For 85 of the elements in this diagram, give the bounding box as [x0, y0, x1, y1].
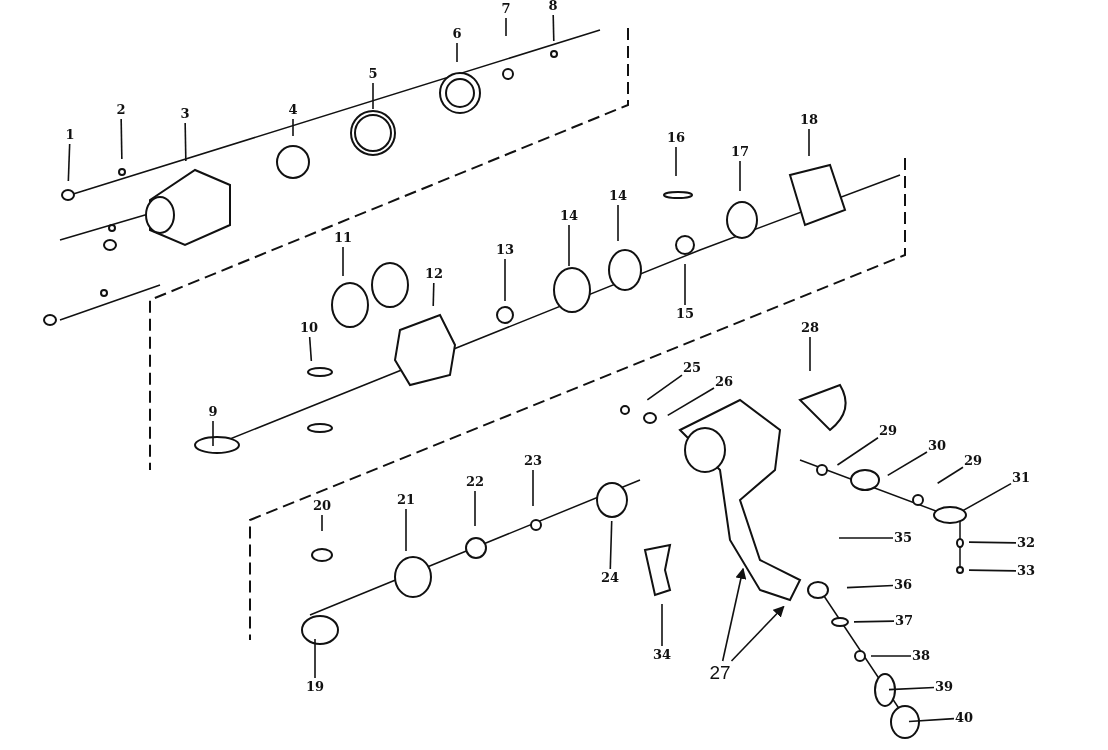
callout-number: 24 — [601, 570, 620, 586]
callout-number: 26 — [715, 374, 734, 390]
leader-line — [684, 263, 686, 306]
leader-line — [184, 122, 187, 162]
leader-line — [936, 466, 964, 484]
leader-line — [405, 508, 407, 552]
callout-number: 39 — [935, 679, 954, 695]
callout-number: 38 — [912, 648, 931, 664]
leader-line — [836, 436, 879, 466]
callout-number: 28 — [801, 320, 820, 336]
callout-number: 14 — [609, 188, 628, 204]
callout-number: 30 — [928, 438, 947, 454]
leader-line — [661, 603, 663, 647]
leader-line — [666, 387, 715, 417]
callout-number: 35 — [894, 530, 913, 546]
leader-line — [739, 160, 741, 192]
leader-line — [968, 541, 1017, 544]
callout-number: 4 — [288, 102, 298, 118]
leader-line — [314, 638, 316, 679]
leader-line — [808, 128, 810, 157]
leader-line — [853, 620, 895, 623]
callout-number: 40 — [955, 710, 974, 726]
callout-number: 10 — [300, 320, 319, 336]
leader-line — [962, 482, 1012, 512]
callout-number: 19 — [306, 679, 325, 695]
callout-number: 25 — [683, 360, 702, 376]
leader-line — [675, 146, 677, 177]
arrow — [721, 567, 747, 662]
callout-number: 1 — [65, 127, 75, 143]
leader-line — [617, 204, 619, 242]
callout-number: 15 — [676, 306, 695, 322]
arrow — [730, 605, 785, 662]
callout-number: 5 — [368, 66, 378, 82]
leader-line — [568, 224, 570, 267]
callout-number: 32 — [1017, 535, 1036, 551]
callout-number: 34 — [653, 647, 672, 663]
callout-number: 22 — [466, 474, 485, 490]
leader-line — [432, 282, 435, 307]
leader-line — [609, 520, 613, 570]
callout-number: 29 — [879, 423, 898, 439]
callout-number: 37 — [895, 613, 914, 629]
leader-line — [809, 336, 811, 372]
callout-number: 13 — [496, 242, 515, 258]
callout-number: 9 — [208, 404, 218, 420]
leader-line — [67, 143, 71, 182]
callout-number: 21 — [397, 492, 416, 508]
leader-line — [292, 118, 294, 137]
callout-number: 17 — [731, 144, 750, 160]
callout-number: 36 — [894, 577, 913, 593]
callout-number: 27 — [709, 662, 731, 684]
callout-number: 12 — [425, 266, 444, 282]
callout-number: 7 — [501, 1, 511, 17]
leader-line — [552, 14, 555, 42]
leader-line — [888, 686, 935, 691]
leader-line — [212, 420, 214, 447]
callout-number: 16 — [667, 130, 686, 146]
callout-number: 33 — [1017, 563, 1036, 579]
callout-number: 31 — [1012, 470, 1031, 486]
leader-line — [120, 118, 123, 160]
leader-line — [456, 42, 458, 63]
leader-line — [342, 246, 344, 277]
callout-number: 18 — [800, 112, 819, 128]
leader-line — [505, 17, 507, 37]
callout-number: 11 — [334, 230, 353, 246]
leader-line — [308, 336, 313, 362]
leader-line — [646, 374, 683, 401]
callout-number: 29 — [964, 453, 983, 469]
leader-line — [504, 258, 506, 302]
callout-number: 20 — [313, 498, 332, 514]
leader-line — [321, 514, 323, 532]
callout-number: 14 — [560, 208, 579, 224]
callout-number: 3 — [180, 106, 190, 122]
leader-line — [886, 451, 928, 477]
callout-number: 6 — [452, 26, 462, 42]
leader-line — [838, 537, 894, 539]
leader-line — [968, 569, 1017, 572]
leader-line — [908, 717, 955, 723]
callout-number: 2 — [116, 102, 126, 118]
leader-line — [846, 584, 894, 589]
leader-line — [474, 490, 476, 527]
callout-number: 23 — [524, 453, 543, 469]
leader-line — [532, 469, 534, 507]
leader-line — [372, 82, 374, 110]
callout-number: 8 — [548, 0, 558, 14]
leader-line — [870, 655, 912, 657]
